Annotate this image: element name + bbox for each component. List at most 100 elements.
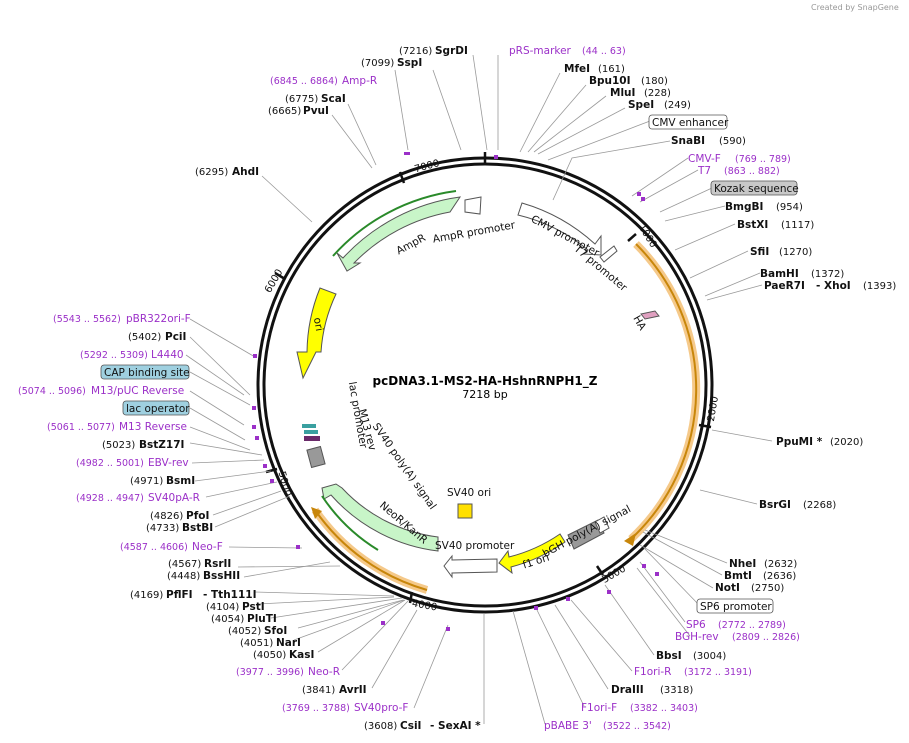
primer-l4440[interactable]: L4440 (151, 349, 184, 361)
enzyme-bstxi[interactable]: BstXI (737, 219, 768, 231)
pos-avrii: (3841) (302, 685, 335, 696)
tick-3000: 3000 (600, 564, 628, 586)
primer-amp-r[interactable]: Amp-R (342, 75, 377, 87)
enzyme-ppumi[interactable]: PpuMI * (776, 436, 823, 448)
pos-psti: (4104) (206, 602, 239, 613)
primer-bgh-rev[interactable]: BGH-rev (675, 631, 719, 643)
primer-m13-reverse[interactable]: M13 Reverse (119, 421, 187, 433)
pos-scai: (6775) (285, 94, 318, 105)
enzyme-rsrii[interactable]: RsrII (204, 558, 231, 570)
primer-neo-f[interactable]: Neo-F (192, 541, 223, 553)
primer-pbr322ori-f-range: (5543 .. 5562) (53, 314, 121, 325)
pos-nari: (4051) (240, 638, 273, 649)
primer-m13-reverse-range: (5061 .. 5077) (47, 422, 115, 433)
enzyme-paer7i[interactable]: PaeR7I (764, 280, 805, 292)
enzyme-noti[interactable]: NotI (715, 582, 740, 594)
enzyme-mlui[interactable]: MluI (610, 87, 635, 99)
label-bgh-polya: bGH poly(A) signal (541, 503, 633, 560)
enzyme-avrii[interactable]: AvrII (339, 684, 367, 696)
enzyme-pcii[interactable]: PciI (165, 331, 186, 343)
ampr-feature[interactable] (336, 196, 462, 272)
enzyme-tth111i[interactable]: - Tth111I (203, 589, 257, 601)
pos-paer7i: (1393) (863, 281, 896, 292)
enzyme-bsmi[interactable]: BsmI (166, 475, 195, 487)
orf-line-neo (314, 509, 428, 591)
enzyme-ahdi[interactable]: AhdI (232, 166, 259, 178)
enzyme-pfoi[interactable]: PfoI (186, 510, 209, 522)
orf-neo-arrowhead (311, 507, 322, 519)
enzyme-bbsi[interactable]: BbsI (656, 650, 682, 662)
ha-feature (640, 310, 660, 320)
primer-marks (252, 152, 659, 631)
t7-promoter-feature (599, 245, 618, 263)
enzyme-bmgbi[interactable]: BmgBI (725, 201, 763, 213)
enzyme-sfoi[interactable]: SfoI (264, 625, 287, 637)
label-ampr: AmpR (394, 232, 427, 257)
primer-pbabe3[interactable]: pBABE 3' (544, 720, 592, 732)
pos-sgrdi: (7216) (399, 46, 432, 57)
label-lac-operator: lac operator (126, 403, 190, 415)
enzyme-bstbi[interactable]: BstBI (182, 522, 213, 534)
primer-sp6[interactable]: SP6 (686, 619, 706, 631)
enzyme-psti[interactable]: PstI (242, 601, 265, 613)
primer-prs-marker[interactable]: pRS-marker (509, 45, 572, 57)
label-sv40-polya: SV40 poly(A) signal (370, 421, 439, 512)
plasmid-length: 7218 bp (462, 388, 507, 401)
enzyme-sspi[interactable]: SspI (397, 57, 422, 69)
enzyme-bstz17i[interactable]: BstZ17I (139, 439, 184, 451)
primer-neo-r-range: (3977 .. 3996) (236, 667, 304, 678)
pos-nhei: (2632) (764, 559, 797, 570)
enzyme-bmti[interactable]: BmtI (724, 570, 752, 582)
m13-rev-feature (304, 436, 320, 441)
enzyme-sexai[interactable]: - SexAI * (430, 720, 481, 732)
enzyme-pluti[interactable]: PluTI (247, 613, 277, 625)
enzyme-kasi[interactable]: KasI (289, 649, 314, 661)
f1-ori-feature (498, 533, 566, 575)
primer-sv40pro-f[interactable]: SV40pro-F (354, 702, 408, 714)
primer-t7[interactable]: T7 (697, 165, 711, 177)
enzyme-sgrdi[interactable]: SgrDI (435, 45, 468, 57)
enzyme-snabi[interactable]: SnaBI (671, 135, 705, 147)
primer-pbr322ori-f[interactable]: pBR322ori-F (126, 313, 191, 325)
enzyme-spei[interactable]: SpeI (628, 99, 654, 111)
pos-snabi: (590) (719, 136, 746, 147)
box-lac-operator (122, 400, 190, 416)
pos-bsmi: (4971) (130, 476, 163, 487)
enzyme-draiii[interactable]: DraIII (611, 684, 644, 696)
pos-sfoi: (4052) (228, 626, 261, 637)
primer-f1ori-f[interactable]: F1ori-F (581, 702, 617, 714)
primer-f1ori-r[interactable]: F1ori-R (634, 666, 671, 678)
enzyme-nhei[interactable]: NheI (729, 558, 756, 570)
pos-spei: (249) (664, 100, 691, 111)
primer-cmv-f[interactable]: CMV-F (688, 153, 721, 165)
pos-noti: (2750) (751, 583, 784, 594)
pos-csii: (3608) (364, 721, 397, 732)
enzyme-csii[interactable]: CsiI (400, 720, 421, 732)
snapgene-brand: Created by SnapGene (811, 3, 899, 12)
bgh-end-feature (594, 516, 610, 534)
enzyme-bpu10i[interactable]: Bpu10I (589, 75, 631, 87)
primer-sv40pa-r[interactable]: SV40pA-R (148, 492, 200, 504)
enzyme-nari[interactable]: NarI (276, 637, 301, 649)
pos-bamhi: (1372) (811, 269, 844, 280)
primer-ebv-rev[interactable]: EBV-rev (148, 457, 189, 469)
pos-bbsi: (3004) (693, 651, 726, 662)
enzyme-scai[interactable]: ScaI (321, 93, 346, 105)
enzyme-sfii[interactable]: SfiI (750, 246, 769, 258)
enzyme-pvui[interactable]: PvuI (303, 105, 329, 117)
enzyme-pflfi[interactable]: PflFI (166, 589, 193, 601)
primer-m13-puc-reverse[interactable]: M13/pUC Reverse (91, 385, 184, 397)
sv40-promoter-feature (443, 554, 498, 579)
orf-line-insert (630, 243, 698, 540)
enzyme-bamhi[interactable]: BamHI (760, 268, 799, 280)
enzyme-mfei[interactable]: MfeI (564, 63, 590, 75)
primer-ebv-rev-range: (4982 .. 5001) (76, 458, 144, 469)
cap-site-feature (302, 424, 316, 428)
enzyme-bsrgi[interactable]: BsrGI (759, 499, 791, 511)
primer-neo-r[interactable]: Neo-R (308, 666, 340, 678)
box-cmv-enhancer (648, 114, 728, 130)
enzyme-bsshii[interactable]: BssHII (203, 570, 240, 582)
leader-lines (185, 54, 773, 725)
orf-insert-arrowhead (624, 533, 636, 546)
enzyme-xhoi[interactable]: - XhoI (816, 280, 851, 292)
